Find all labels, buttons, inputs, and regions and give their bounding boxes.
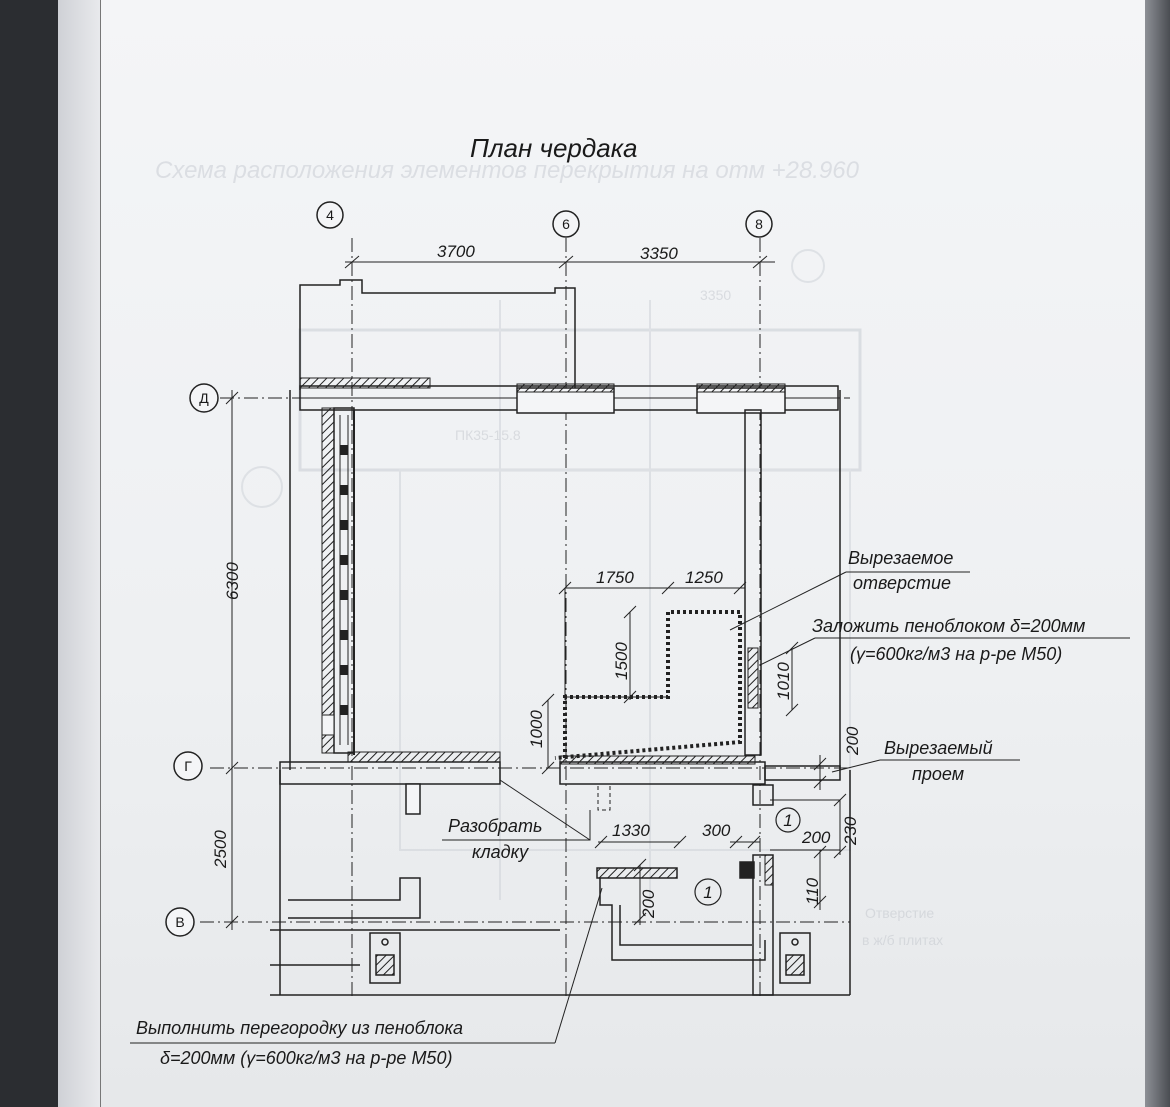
axis-bubble-D: Д — [189, 383, 219, 413]
right-wall — [744, 409, 774, 996]
dim-chain-left — [225, 390, 239, 930]
ghost-show-through: Схема расположения элементов перекрытия … — [155, 157, 943, 948]
dim-1500: 1500 — [612, 642, 631, 680]
ghost-label: Отверстие — [865, 905, 934, 921]
note-cut-opening-2: проем — [912, 764, 964, 784]
note-foam-fill: Заложить пеноблоком δ=200мм — [812, 616, 1085, 636]
ghost-title: Схема расположения элементов перекрытия … — [155, 157, 860, 184]
lower-structure — [270, 861, 811, 984]
svg-text:Д: Д — [199, 390, 209, 406]
top-wall — [299, 377, 839, 414]
axis-bubble-G: Г — [173, 751, 203, 781]
axis-bubble-V: В — [165, 907, 195, 937]
page-border — [100, 0, 101, 1107]
dim-1330: 1330 — [612, 821, 650, 840]
ghost-label: ПК35-15.8 — [455, 427, 521, 443]
left-wall — [321, 407, 355, 755]
background-right — [1145, 0, 1170, 1107]
dim-2500: 2500 — [211, 830, 230, 869]
dim-3350: 3350 — [640, 244, 678, 263]
dim-1250: 1250 — [685, 568, 723, 587]
cut-hole — [554, 610, 742, 760]
leader-lines — [130, 571, 1130, 1044]
note-dismantle-2: кладку — [472, 842, 529, 862]
axis-lines — [200, 238, 850, 1000]
marker-1-bottom: 1 — [694, 878, 722, 906]
dim-1750: 1750 — [596, 568, 634, 587]
svg-text:4: 4 — [326, 207, 334, 223]
plan-title: План чердака — [470, 133, 637, 163]
note-cut-hole-2: отверстие — [853, 573, 951, 593]
svg-text:В: В — [175, 914, 184, 930]
marker-1-right: 1 — [775, 807, 801, 833]
note-dismantle: Разобрать — [448, 816, 542, 836]
note-cut-opening: Вырезаемый — [884, 738, 993, 758]
svg-text:8: 8 — [755, 216, 763, 232]
note-foam-fill-2: (γ=600кг/м3 на р-ре М50) — [850, 644, 1062, 664]
dim-200-top: 200 — [843, 726, 862, 756]
dim-1010: 1010 — [774, 662, 793, 700]
dim-230: 230 — [841, 816, 860, 846]
svg-text:1: 1 — [783, 811, 792, 830]
note-partition: Выполнить перегородку из пеноблока — [136, 1018, 463, 1038]
dim-1000: 1000 — [527, 710, 546, 748]
note-cut-hole: Вырезаемое — [848, 548, 953, 568]
note-partition-2: δ=200мм (γ=600кг/м3 на р-ре М50) — [160, 1048, 452, 1068]
dim-3700: 3700 — [437, 242, 475, 261]
dim-6300: 6300 — [223, 562, 242, 600]
dim-hole — [541, 581, 799, 775]
ghost-label: 3350 — [700, 287, 731, 303]
dim-right — [594, 755, 847, 926]
wall-G — [279, 751, 841, 815]
axis-bubble-6: 6 — [552, 210, 580, 238]
svg-text:6: 6 — [562, 216, 570, 232]
dim-chain-top — [344, 255, 775, 269]
svg-text:Г: Г — [184, 758, 192, 774]
svg-text:1: 1 — [703, 883, 712, 902]
dim-200-bottom: 200 — [639, 889, 658, 919]
axis-bubble-4: 4 — [316, 201, 344, 229]
ghost-label: в ж/б плитах — [862, 932, 943, 948]
dim-200-mid: 200 — [801, 828, 831, 847]
dim-300: 300 — [702, 821, 731, 840]
dim-110: 110 — [803, 877, 822, 905]
axis-bubble-8: 8 — [745, 210, 773, 238]
